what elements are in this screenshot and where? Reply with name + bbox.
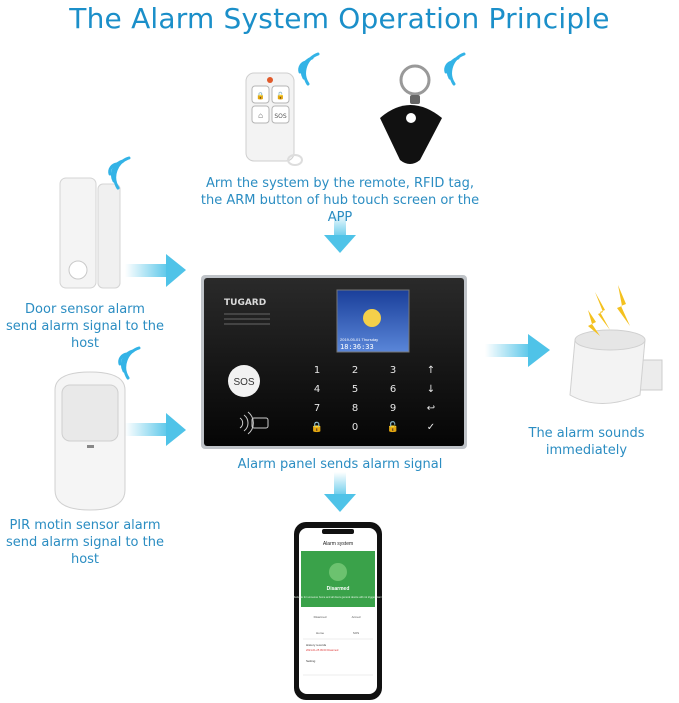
keypad-key[interactable]: 4: [314, 384, 320, 395]
app-settings: Setting: [306, 659, 316, 663]
keypad-key[interactable]: ✓: [427, 422, 435, 433]
caption-arm-line2: the ARM button of hub touch screen or th…: [200, 193, 480, 225]
arrow-icon: [485, 334, 550, 367]
remote-button-label: SOS: [274, 113, 287, 120]
smartphone: Alarm system Disarmed Suitable for someo…: [294, 522, 383, 700]
mode-label: Disarmed: [314, 615, 327, 619]
wireless-signal-icon: [118, 346, 141, 380]
wireless-signal-icon: [444, 52, 466, 86]
keypad-key[interactable]: 0: [352, 422, 358, 433]
app-status-note: Suitable for someone home and all doors …: [294, 595, 383, 599]
mode-label: Home: [316, 631, 324, 635]
caption-door-line2: send alarm signal to the host: [6, 319, 164, 351]
keypad-key[interactable]: ↩: [427, 403, 435, 414]
keypad-key[interactable]: 3: [390, 365, 396, 376]
caption-door: Door sensor alarm send alarm signal to t…: [0, 301, 170, 352]
rfid-reader-icon: [239, 411, 269, 435]
alarm-panel: TUGARD 2019-05-01 Thursday 18:36:33 SOS …: [201, 275, 467, 449]
keypad-key[interactable]: 6: [390, 384, 396, 395]
app-history-note: 2021-01-25 09:00 Disarmed: [306, 648, 339, 652]
screen-time: 18:36:33: [340, 343, 374, 351]
caption-pir-line2: send alarm signal to the host: [6, 535, 164, 567]
app-history: History records: [306, 643, 327, 647]
keypad-key[interactable]: 🔓: [387, 420, 399, 433]
siren-icon: [569, 285, 663, 404]
sos-button[interactable]: [228, 365, 260, 397]
screen-status-icon: [363, 309, 381, 327]
caption-pir-line1: PIR motin sensor alarm: [9, 518, 161, 533]
keypad-key[interactable]: 5: [352, 384, 358, 395]
keypad-key[interactable]: 🔒: [311, 421, 323, 433]
remote-button-label: 🔓: [276, 91, 285, 100]
mode-label: SOS: [353, 631, 359, 635]
arrow-icon: [324, 472, 356, 512]
keypad-key[interactable]: 8: [352, 403, 358, 414]
remote-button-label: 🔒: [256, 92, 265, 100]
caption-arm-line1: Arm the system by the remote, RFID tag,: [206, 176, 474, 191]
remote-control-icon: 🔒 🔓 ⌂ SOS: [245, 72, 303, 166]
keypad-key[interactable]: 2: [352, 365, 358, 376]
caption-panel: Alarm panel sends alarm signal: [237, 457, 443, 472]
mode-label: Armed: [352, 615, 361, 619]
door-sensor-icon: [59, 177, 121, 289]
keypad-key[interactable]: ↓: [427, 384, 435, 395]
app-status: Disarmed: [327, 586, 350, 592]
arrow-icon: [324, 213, 356, 253]
arrow-icon: [125, 254, 186, 287]
keypad-key[interactable]: 1: [314, 365, 320, 376]
screen-date: 2019-05-01 Thursday: [340, 337, 378, 342]
sos-label: SOS: [233, 377, 254, 388]
arrow-icon: [125, 413, 186, 446]
pir-sensor-icon: [54, 371, 126, 511]
caption-arm: Arm the system by the remote, RFID tag, …: [190, 175, 490, 226]
keypad-key[interactable]: 9: [390, 403, 396, 414]
remote-button-label: ⌂: [258, 111, 263, 120]
wireless-signal-icon: [108, 156, 131, 190]
caption-door-line1: Door sensor alarm: [25, 302, 145, 317]
keypad-key[interactable]: 7: [314, 403, 320, 414]
panel-brand: TUGARD: [224, 298, 266, 308]
keypad: 1 2 3 ↑ 4 5 6 ↓ 7 8 9 ↩ 🔒 0 🔓 ✓: [311, 365, 435, 433]
page-title: The Alarm System Operation Principle: [69, 2, 610, 35]
caption-pir: PIR motin sensor alarm send alarm signal…: [0, 517, 170, 568]
caption-siren: The alarm sounds immediately: [528, 426, 645, 458]
rfid-tag-icon: [380, 64, 442, 164]
wireless-signal-icon: [298, 52, 320, 86]
app-title: Alarm system: [323, 541, 353, 547]
speaker-grille: [224, 313, 270, 325]
keypad-key[interactable]: ↑: [427, 365, 435, 376]
